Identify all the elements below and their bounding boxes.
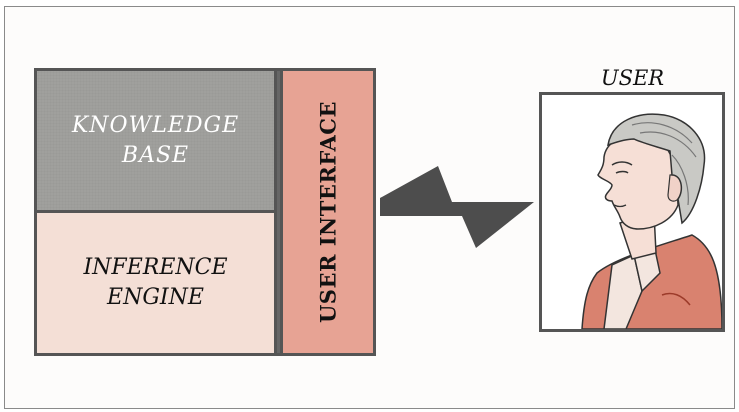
inference-engine-box: INFERENCE ENGINE xyxy=(37,213,277,353)
knowledge-base-label-line2: BASE xyxy=(121,142,190,168)
user-interface-label: USER INTERFACE xyxy=(315,100,341,324)
inference-engine-label-line2: ENGINE xyxy=(107,285,204,310)
user-portrait-illustration xyxy=(581,113,722,329)
user-title: USER xyxy=(600,66,665,90)
expert-system-block: KNOWLEDGE BASE INFERENCE ENGINE USER INT… xyxy=(34,68,376,356)
user-portrait-panel xyxy=(539,92,725,332)
knowledge-base-label-line1: KNOWLEDGE xyxy=(71,112,240,138)
lightning-bolt-icon xyxy=(380,166,534,248)
user-interface-box: USER INTERFACE xyxy=(280,71,373,353)
inference-engine-label-line1: INFERENCE xyxy=(83,255,228,281)
knowledge-base-box: KNOWLEDGE BASE xyxy=(37,71,277,213)
